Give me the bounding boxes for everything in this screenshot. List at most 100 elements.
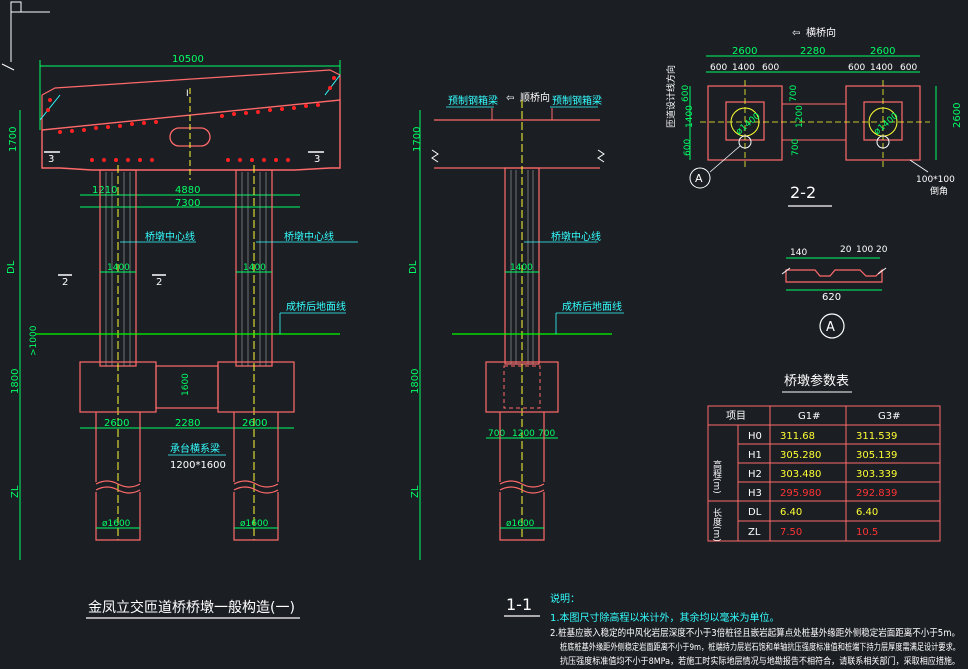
table-g3-zl: 10.5 <box>856 527 878 538</box>
table-g1-h3: 295.980 <box>780 488 821 499</box>
plan-view: ⇦ 横桥向 2600 2280 2600 600 1400 600 600 14… <box>665 26 963 207</box>
plan-dim-700-v1: 700 <box>789 85 799 102</box>
arrow-direction: ⇦ <box>506 93 514 104</box>
table-g3-dl: 6.40 <box>856 507 878 518</box>
plan-dim-2600-left: 2600 <box>732 46 757 57</box>
drawing-title: 金凤立交匝道桥桥墩一般构造(一) <box>88 599 295 616</box>
label-tie-beam: 承台横系梁 <box>170 442 220 455</box>
table-g1-zl: 7.50 <box>780 527 802 538</box>
table-param-h1: H1 <box>748 450 762 461</box>
table-g3-h1: 305.139 <box>856 450 897 461</box>
plan-dim-2280: 2280 <box>800 46 825 57</box>
detail-a: 140 20 100 20 620 A <box>781 245 888 339</box>
label-precast-right: 预制钢箱梁 <box>552 94 602 107</box>
detail-dim-620: 620 <box>822 292 841 303</box>
side-label-ground: 成桥后地面线 <box>562 300 622 313</box>
dim-1700: 1700 <box>8 127 19 152</box>
table-g1-h1: 305.280 <box>780 450 821 461</box>
plan-arrow: ⇦ <box>792 28 800 39</box>
table-title: 桥墩参数表 <box>784 373 849 389</box>
notes: 说明： 1.本图尺寸除高程以米计外，其余均以毫米为单位。 2.桩基应嵌入稳定的中… <box>550 592 960 667</box>
plan-dim-1200-v: 1200 <box>795 105 805 128</box>
side-label-pier-center: 桥墩中心线 <box>551 230 601 243</box>
plan-dim-1400-v: 1400 <box>685 105 695 128</box>
dim-1800: 1800 <box>10 369 21 394</box>
table-group-elev: 高程(m) <box>711 459 722 494</box>
ucs-icon <box>10 1 50 62</box>
plan-dim-600-v2: 600 <box>683 139 693 156</box>
side-dim-700-right: 700 <box>538 429 555 439</box>
plan-dim-600-c: 600 <box>848 63 865 73</box>
dim-2600-left: 2600 <box>104 418 129 429</box>
plan-dim-600-d: 600 <box>900 63 917 73</box>
dim-1400-right: 1400 <box>243 263 266 273</box>
side-dim-1400: 1400 <box>510 263 533 273</box>
dim-1210: 1210 <box>92 185 117 196</box>
dim-2600-right: 2600 <box>242 418 267 429</box>
dim-4880: 4880 <box>175 185 200 196</box>
dim-ZL: ZL <box>10 485 21 498</box>
plan-dim-600-v1: 600 <box>681 85 691 102</box>
plan-dim-600-b: 600 <box>762 63 779 73</box>
table-param-dl: DL <box>748 507 762 518</box>
label-tie-beam-size: 1200*1600 <box>170 460 226 471</box>
side-section-label: 1-1 <box>506 595 532 614</box>
notes-line-4: 抗压强度标准值均不小于8MPa，若施工时实际地层情况与地勘报告不相符合，请联系相… <box>560 655 960 667</box>
plan-section-label: 2-2 <box>790 183 816 202</box>
label-pier-center-left: 桥墩中心线 <box>145 230 195 243</box>
side-dim-ZL: ZL <box>410 485 421 498</box>
table-g1-h2: 303.480 <box>780 469 821 480</box>
table-group-len: 长度(m) <box>711 507 722 542</box>
centerline-mark: I <box>186 89 189 99</box>
dim-total-width: 10500 <box>172 54 204 65</box>
section-mark-3-right: 3 <box>314 154 320 165</box>
side-dim-700-left: 700 <box>488 429 505 439</box>
dim-1000: >1000 <box>29 325 39 356</box>
notes-heading: 说明： <box>550 592 580 605</box>
plan-dim-1400-a: 1400 <box>732 63 755 73</box>
side-dim-DL: DL <box>408 260 419 274</box>
table-param-h0: H0 <box>748 431 762 442</box>
side-dim-1200: 1200 <box>512 429 535 439</box>
plan-dim-700-v2: 700 <box>791 139 801 156</box>
table-header-item: 项目 <box>726 410 746 422</box>
plan-dim-600-a: 600 <box>710 63 727 73</box>
label-precast-left: 预制钢箱梁 <box>448 94 498 107</box>
table-g3-h0: 311.539 <box>856 431 897 442</box>
side-view: 预制钢箱梁 ⇦ 顺桥向 预制钢箱梁 1700 桥墩中心线 1400 DL 成桥后… <box>408 91 624 617</box>
table-param-h3: H3 <box>748 488 762 499</box>
table-g1-h0: 311.68 <box>780 431 815 442</box>
plan-vertical-label: 匝道设计线方向 <box>665 65 677 128</box>
pile-dia-left: ø1600 <box>102 519 131 529</box>
detail-dim-20b: 20 <box>876 245 888 255</box>
table-param-h2: H2 <box>748 469 762 480</box>
plan-dim-2600-right: 2600 <box>870 46 895 57</box>
label-ground-line: 成桥后地面线 <box>286 300 346 313</box>
label-pier-center-right: 桥墩中心线 <box>284 230 334 243</box>
side-dim-1700: 1700 <box>412 127 423 152</box>
detail-dim-140: 140 <box>790 248 807 258</box>
table-header-g3: G3# <box>878 411 901 422</box>
plan-chamfer-sub: 倒角 <box>930 185 948 197</box>
side-pile-dia: ø1600 <box>506 519 535 529</box>
detail-dim-100: 100 <box>856 245 873 255</box>
dim-1600: 1600 <box>181 373 191 396</box>
rebar-markers <box>46 76 336 162</box>
section-mark-3-left: 3 <box>48 154 54 165</box>
label-direction: 顺桥向 <box>520 91 550 104</box>
dim-7300: 7300 <box>175 198 200 209</box>
table-g1-dl: 6.40 <box>780 507 802 518</box>
pile-dia-right: ø1600 <box>240 519 269 529</box>
dim-1400-left: 1400 <box>107 263 130 273</box>
table-g3-h3: 292.839 <box>856 488 897 499</box>
dim-DL: DL <box>6 260 17 274</box>
plan-dim-1400-b: 1400 <box>870 63 893 73</box>
table-param-zl: ZL <box>748 527 761 538</box>
dim-2280: 2280 <box>175 418 200 429</box>
elevation-view: 10500 1700 I 3 3 1210 <box>6 54 358 619</box>
table-g3-h2: 303.339 <box>856 469 897 480</box>
detail-dim-20a: 20 <box>840 245 852 255</box>
side-dim-1800: 1800 <box>410 369 421 394</box>
section-mark-2-right: 2 <box>156 277 162 288</box>
